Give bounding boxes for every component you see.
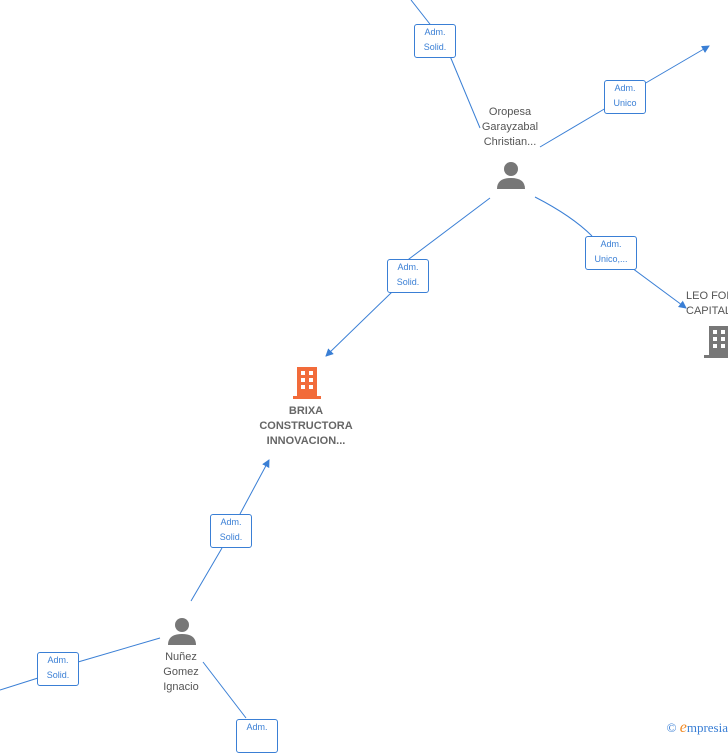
edge-line-to-brixa xyxy=(326,197,491,356)
edge-line-left xyxy=(0,637,161,691)
edge-label-unico[interactable]: Adm. Unico xyxy=(604,80,646,114)
brand-logo-initial: e xyxy=(679,719,687,736)
building-icon xyxy=(704,326,728,358)
copyright-symbol: © xyxy=(666,720,677,735)
node-label-line: Christian... xyxy=(483,136,537,148)
node-label-line: CAPITAL xyxy=(686,305,728,317)
edge-label-line: Unico xyxy=(613,98,637,108)
edge-label-line: Adm. xyxy=(47,655,69,665)
edge-label-line: Adm. xyxy=(424,27,446,37)
edge-label-line: Adm. xyxy=(220,517,242,527)
node-label-oropesa[interactable]: Oropesa Garayzabal Christian... xyxy=(466,105,554,150)
edge-label-line: Adm. xyxy=(246,722,268,732)
edge-label-line: Solid. xyxy=(396,277,420,287)
node-label-line: Oropesa xyxy=(488,106,532,118)
node-label-line: Nuñez xyxy=(165,651,197,663)
node-label-line: Ignacio xyxy=(163,681,199,693)
node-label-line: LEO FOR xyxy=(686,290,728,302)
person-icon xyxy=(497,162,525,189)
edge-line-nunez-brixa xyxy=(190,460,269,602)
edge-label-unico2[interactable]: Adm. Unico,... xyxy=(585,236,637,270)
edge-label-left[interactable]: Adm. Solid. xyxy=(37,652,79,686)
edge-label-line: Unico,... xyxy=(594,254,628,264)
edge-label-top[interactable]: Adm. Solid. xyxy=(414,24,456,58)
node-label-line: INNOVACION... xyxy=(266,435,346,447)
edge-label-line: Solid. xyxy=(423,42,447,52)
edge-label-line: Adm. xyxy=(600,239,622,249)
edge-label-line: Solid. xyxy=(219,532,243,542)
node-label-line: Garayzabal xyxy=(481,121,539,133)
node-label-line: CONSTRUCTORA xyxy=(259,420,353,432)
edge-line-bottom xyxy=(202,661,247,719)
node-label-line: Gomez xyxy=(163,666,199,678)
edge-label-nunez-brixa[interactable]: Adm. Solid. xyxy=(210,514,252,548)
empresia-watermark: © empresia xyxy=(667,719,728,737)
node-label-leo[interactable]: LEO FOR CAPITAL xyxy=(686,289,728,319)
person-icon xyxy=(168,618,196,645)
node-label-nunez[interactable]: Nuñez Gomez Ignacio xyxy=(146,650,216,695)
edge-line-top xyxy=(410,0,481,129)
edge-label-to-brixa[interactable]: Adm. Solid. xyxy=(387,259,429,293)
edge-label-line: Solid. xyxy=(46,670,70,680)
edge-line-unico xyxy=(539,46,709,148)
edge-label-line: Adm. xyxy=(397,262,419,272)
edge-line-unico2 xyxy=(534,196,686,308)
node-label-brixa[interactable]: BRIXA CONSTRUCTORA INNOVACION... xyxy=(246,404,366,449)
building-icon xyxy=(293,367,321,399)
edge-label-bottom[interactable]: Adm. xyxy=(236,719,278,753)
node-label-line: BRIXA xyxy=(288,405,324,417)
edge-label-line: Adm. xyxy=(614,83,636,93)
brand-logo-text: mpresia xyxy=(686,720,728,735)
